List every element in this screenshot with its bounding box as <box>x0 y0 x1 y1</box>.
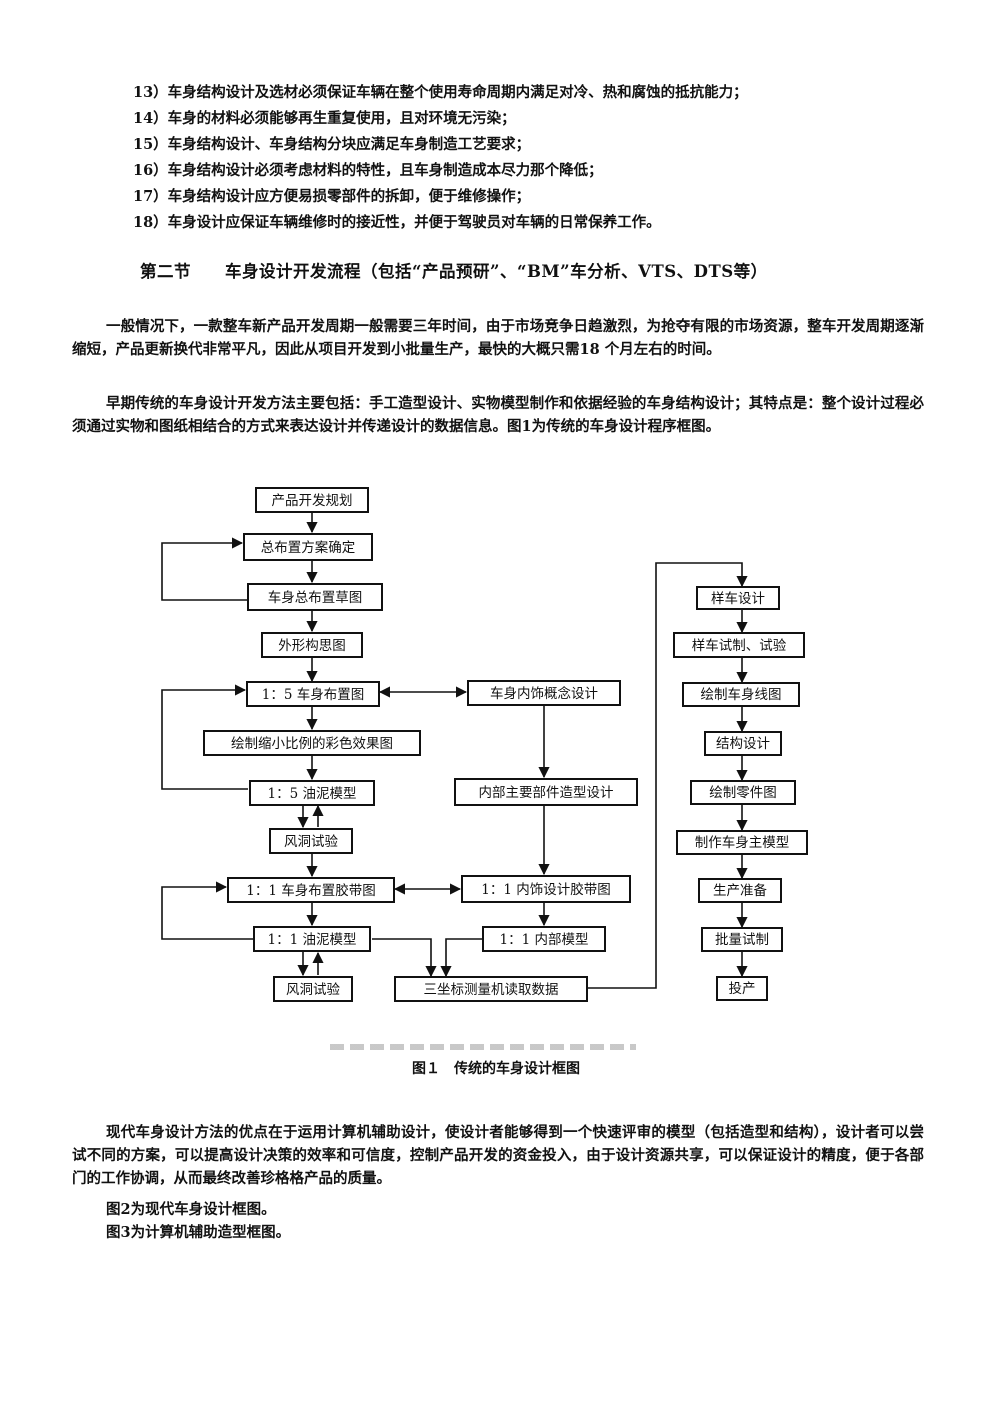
svg-text:内部主要部件造型设计: 内部主要部件造型设计 <box>479 785 614 801</box>
flow-node-1-5-layout: 1：5 车身布置图 <box>246 681 380 707</box>
flow-node-1-1-interior-tape: 1：1 内饰设计胶带图 <box>461 875 631 903</box>
list-item: 15）车身结构设计、车身结构分块应满足车身制造工艺要求； <box>133 136 531 153</box>
svg-text:1：1 油泥模型: 1：1 油泥模型 <box>268 932 357 948</box>
flow-node-body-lines: 绘制车身线图 <box>682 682 800 707</box>
svg-text:生产准备: 生产准备 <box>713 882 767 899</box>
figure-3-reference: 图3为计算机辅助造型框图。 <box>106 1224 291 1241</box>
svg-text:风洞试验: 风洞试验 <box>286 982 340 998</box>
flow-node-1-5-clay-model: 1：5 油泥模型 <box>249 780 375 806</box>
flow-node-general-layout: 总布置方案确定 <box>243 533 373 561</box>
flow-node-interior-concept: 车身内饰概念设计 <box>467 680 621 706</box>
list-item: 17）车身结构设计应方便易损零部件的拆卸，便于维修操作； <box>133 188 531 205</box>
list-item: 13）车身结构设计及选材必须保证车辆在整个使用寿命周期内满足对冷、热和腐蚀的抵抗… <box>133 84 748 101</box>
flow-node-product-planning: 产品开发规划 <box>255 487 369 513</box>
list-item: 16）车身结构设计必须考虑材料的特性，且车身制造成本尽力那个降低； <box>133 162 603 179</box>
svg-text:1：5 车身布置图: 1：5 车身布置图 <box>262 686 364 703</box>
flow-node-wind-tunnel-1: 风洞试验 <box>269 828 353 854</box>
list-item: 18）车身设计应保证车辆维修时的接近性，并便于驾驶员对车辆的日常保养工作。 <box>133 214 661 231</box>
svg-text:外形构思图: 外形构思图 <box>278 638 346 654</box>
svg-text:样车试制、试验: 样车试制、试验 <box>692 637 787 654</box>
list-item: 14）车身的材料必须能够再生重复使用，且对环境无污染； <box>133 110 516 127</box>
svg-text:绘制车身线图: 绘制车身线图 <box>701 686 782 703</box>
svg-text:制作车身主模型: 制作车身主模型 <box>695 834 790 851</box>
flow-node-1-1-layout-tape: 1：1 车身布置胶带图 <box>227 877 395 903</box>
flow-node-part-drawings: 绘制零件图 <box>690 780 796 805</box>
figure-caption: 图１ 传统的车身设计框图 <box>412 1061 580 1077</box>
svg-text:产品开发规划: 产品开发规划 <box>272 493 353 509</box>
flow-node-color-rendering: 绘制缩小比例的彩色效果图 <box>203 730 421 756</box>
svg-text:绘制零件图: 绘制零件图 <box>709 785 777 801</box>
paragraph-development-cycle: 一般情况下，一款整车新产品开发周期一般需要三年时间，由于市场竞争日趋激烈，为抢夺… <box>72 318 924 358</box>
flow-node-layout-sketch: 车身总布置草图 <box>247 583 383 611</box>
svg-text:1：1 内部模型: 1：1 内部模型 <box>500 932 589 948</box>
flow-node-wind-tunnel-2: 风洞试验 <box>273 976 353 1002</box>
svg-text:车身内饰概念设计: 车身内饰概念设计 <box>490 685 598 702</box>
paragraph-traditional-method: 早期传统的车身设计开发方法主要包括：手工造型设计、实物模型制作和依据经验的车身结… <box>72 395 924 435</box>
flow-node-prototype-design: 样车设计 <box>696 586 780 610</box>
svg-text:批量试制: 批量试制 <box>715 932 769 948</box>
svg-text:1：1 内饰设计胶带图: 1：1 内饰设计胶带图 <box>481 881 610 898</box>
flow-node-1-1-interior-model: 1：1 内部模型 <box>482 926 606 952</box>
paragraph-modern-method: 现代车身设计方法的优点在于运用计算机辅助设计，使设计者能够得到一个快速评审的模型… <box>72 1124 924 1187</box>
svg-text:结构设计: 结构设计 <box>716 736 770 752</box>
flow-node-cmm-data: 三坐标测量机读取数据 <box>394 976 588 1002</box>
flow-node-1-1-clay-model: 1：1 油泥模型 <box>253 926 371 952</box>
flow-node-production: 投产 <box>716 976 768 1001</box>
flow-node-production-prep: 生产准备 <box>698 878 782 903</box>
scan-artifact <box>330 1044 636 1050</box>
svg-text:车身总布置草图: 车身总布置草图 <box>268 589 363 606</box>
flow-node-prototype-testing: 样车试制、试验 <box>673 632 805 658</box>
svg-text:绘制缩小比例的彩色效果图: 绘制缩小比例的彩色效果图 <box>231 735 393 752</box>
flow-node-shape-concept: 外形构思图 <box>261 632 363 658</box>
requirements-list: 13）车身结构设计及选材必须保证车辆在整个使用寿命周期内满足对冷、热和腐蚀的抵抗… <box>133 80 933 236</box>
figure-2-reference: 图2为现代车身设计框图。 <box>106 1201 276 1218</box>
flow-node-interior-components: 内部主要部件造型设计 <box>454 778 638 806</box>
svg-text:投产: 投产 <box>729 981 756 997</box>
svg-text:总布置方案确定: 总布置方案确定 <box>261 539 356 556</box>
svg-text:三坐标测量机读取数据: 三坐标测量机读取数据 <box>424 982 559 998</box>
svg-text:风洞试验: 风洞试验 <box>284 834 338 850</box>
svg-text:样车设计: 样车设计 <box>711 590 765 607</box>
flow-node-batch-trial: 批量试制 <box>701 927 783 952</box>
traditional-design-flowchart: 产品开发规划 总布置方案确定 车身总布置草图 外形构思图 1：5 车身布置图 绘… <box>161 487 808 1002</box>
flow-node-master-model: 制作车身主模型 <box>676 830 808 855</box>
svg-text:1：5 油泥模型: 1：5 油泥模型 <box>268 786 357 802</box>
svg-text:1：1 车身布置胶带图: 1：1 车身布置胶带图 <box>246 882 375 899</box>
flow-node-structure-design: 结构设计 <box>704 731 782 756</box>
section-heading: 第二节 车身设计开发流程（包括“产品预研”、“BM”车分析、VTS、DTS等） <box>140 262 768 281</box>
flowchart-connectors <box>161 512 748 989</box>
